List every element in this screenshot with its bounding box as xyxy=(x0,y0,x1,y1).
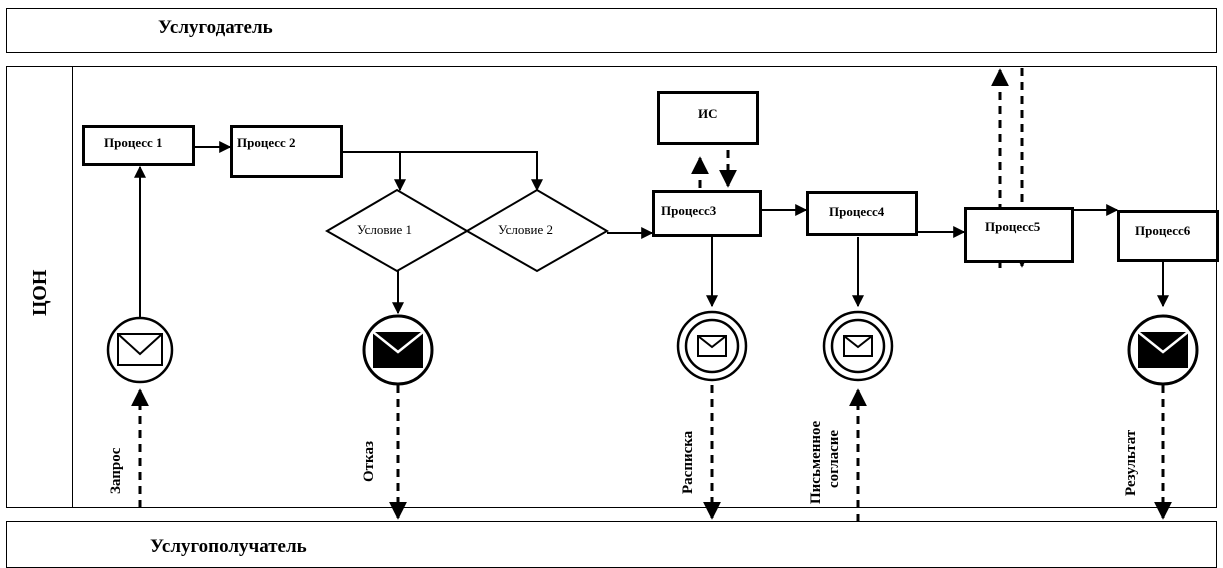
process-1-label: Процесс 1 xyxy=(104,135,163,150)
message-receipt-label: Расписка xyxy=(680,430,696,494)
condition-1-label: Условие 1 xyxy=(357,222,413,237)
is-box: ИС xyxy=(657,91,759,145)
lane-provider xyxy=(6,8,1217,53)
process-5-label: Процесс5 xyxy=(985,219,1041,234)
envelope-double-circle-icon xyxy=(676,310,748,382)
process-4-label: Процесс4 xyxy=(829,204,885,219)
envelope-filled-icon xyxy=(362,314,434,386)
message-consent-line1: Письменное xyxy=(808,420,824,504)
condition-2-diamond xyxy=(465,188,609,273)
message-request-label: Запрос xyxy=(108,447,124,494)
lane-provider-title: Услугодатель xyxy=(158,17,273,38)
process-2-box: Процесс 2 xyxy=(230,125,343,178)
process-6-box: Процесс6 xyxy=(1117,210,1219,262)
process-2-label: Процесс 2 xyxy=(237,135,296,150)
message-consent-line2: согласие xyxy=(826,429,842,488)
process-6-label: Процесс6 xyxy=(1135,223,1191,238)
solid-flows xyxy=(134,141,1169,318)
lane-recipient-title: Услугополучатель xyxy=(150,536,307,557)
condition-2-label: Условие 2 xyxy=(498,222,554,237)
process-5-box: Процесс5 xyxy=(964,207,1074,263)
envelope-filled-icon xyxy=(1127,314,1199,386)
lane-recipient xyxy=(6,521,1217,568)
process-3-label: Процесс3 xyxy=(661,203,717,218)
envelope-double-circle-icon xyxy=(822,310,894,382)
process-3-box: Процесс3 xyxy=(652,190,762,237)
envelope-outline-icon xyxy=(106,316,174,384)
lane-center-header xyxy=(6,66,73,508)
message-refusal-label: Отказ xyxy=(361,441,377,482)
lane-center xyxy=(6,66,1217,508)
process-1-box: Процесс 1 xyxy=(82,125,195,166)
process-4-box: Процесс4 xyxy=(806,191,918,236)
is-label: ИС xyxy=(698,106,718,121)
message-result-label: Результат xyxy=(1123,429,1139,496)
